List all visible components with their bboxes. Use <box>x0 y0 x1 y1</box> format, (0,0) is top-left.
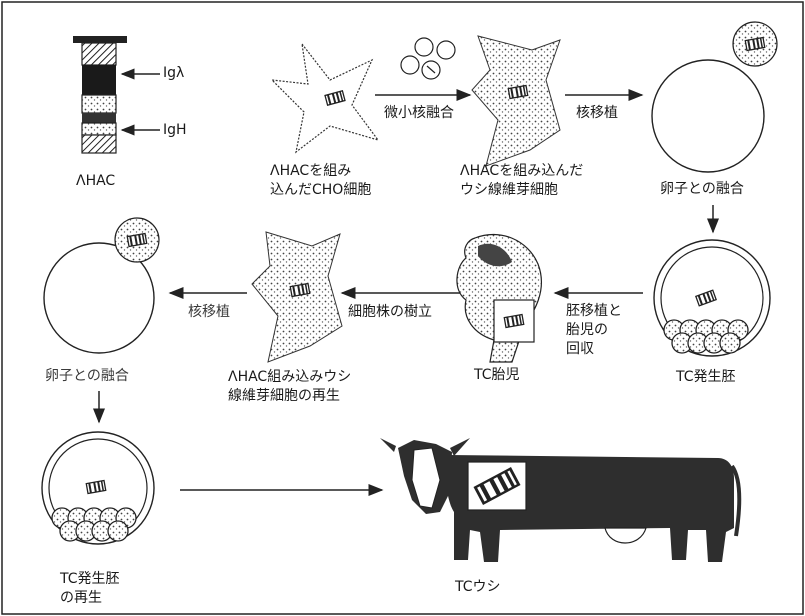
label-tc-embryo-regen-2: の再生 <box>60 590 102 606</box>
hac-chromosome-icon <box>73 36 127 154</box>
fibroblast-cell-icon <box>471 35 561 167</box>
label-fibroblast-1: ΛHACを組み込んだ <box>460 163 584 179</box>
tc-fetus-icon <box>456 233 543 363</box>
label-embryo-transfer-2: 胎児の <box>566 322 608 338</box>
tc-embryo-regen-icon <box>41 431 155 545</box>
label-egg-fusion: 卵子との融合 <box>660 181 744 197</box>
tc-cow-icon <box>380 438 742 562</box>
label-cho-cell-1: ΛHACを組み <box>270 163 352 179</box>
tc-embryo-icon <box>653 239 771 357</box>
label-igh: IgH <box>163 122 187 138</box>
label-tc-fetus: TC胎児 <box>474 367 520 383</box>
label-cho-cell-2: 込んだCHO細胞 <box>270 182 372 198</box>
label-regen-fibroblast-1: ΛHAC組み込みウシ <box>228 369 352 385</box>
label-tc-embryo: TC発生胚 <box>676 369 736 385</box>
microcells-icon <box>400 37 456 80</box>
label-tc-embryo-regen-1: TC発生胚 <box>60 571 120 587</box>
regen-fibroblast-icon <box>251 231 343 363</box>
label-igl: Igλ <box>163 65 185 81</box>
label-nuclear-transfer: 核移植 <box>576 105 618 121</box>
label-cell-line: 細胞株の樹立 <box>348 304 432 320</box>
label-embryo-transfer-1: 胚移植と <box>566 303 622 319</box>
label-fibroblast-2: ウシ線維芽細胞 <box>460 182 558 198</box>
label-regen-fibroblast-2: 線維芽細胞の再生 <box>228 388 340 404</box>
label-embryo-transfer-3: 回収 <box>566 341 594 357</box>
label-microcell-fusion: 微小核融合 <box>384 105 454 121</box>
egg-fusion-2-icon <box>43 217 160 354</box>
label-tc-cow: TCウシ <box>455 579 501 595</box>
cho-cell-icon <box>270 41 380 154</box>
egg-fusion-icon <box>651 21 778 173</box>
label-egg-fusion-2: 卵子との融合 <box>45 368 129 384</box>
label-nuclear-transfer-2: 核移植 <box>188 304 230 320</box>
label-hac-chromosome: ΛHAC <box>76 173 116 189</box>
